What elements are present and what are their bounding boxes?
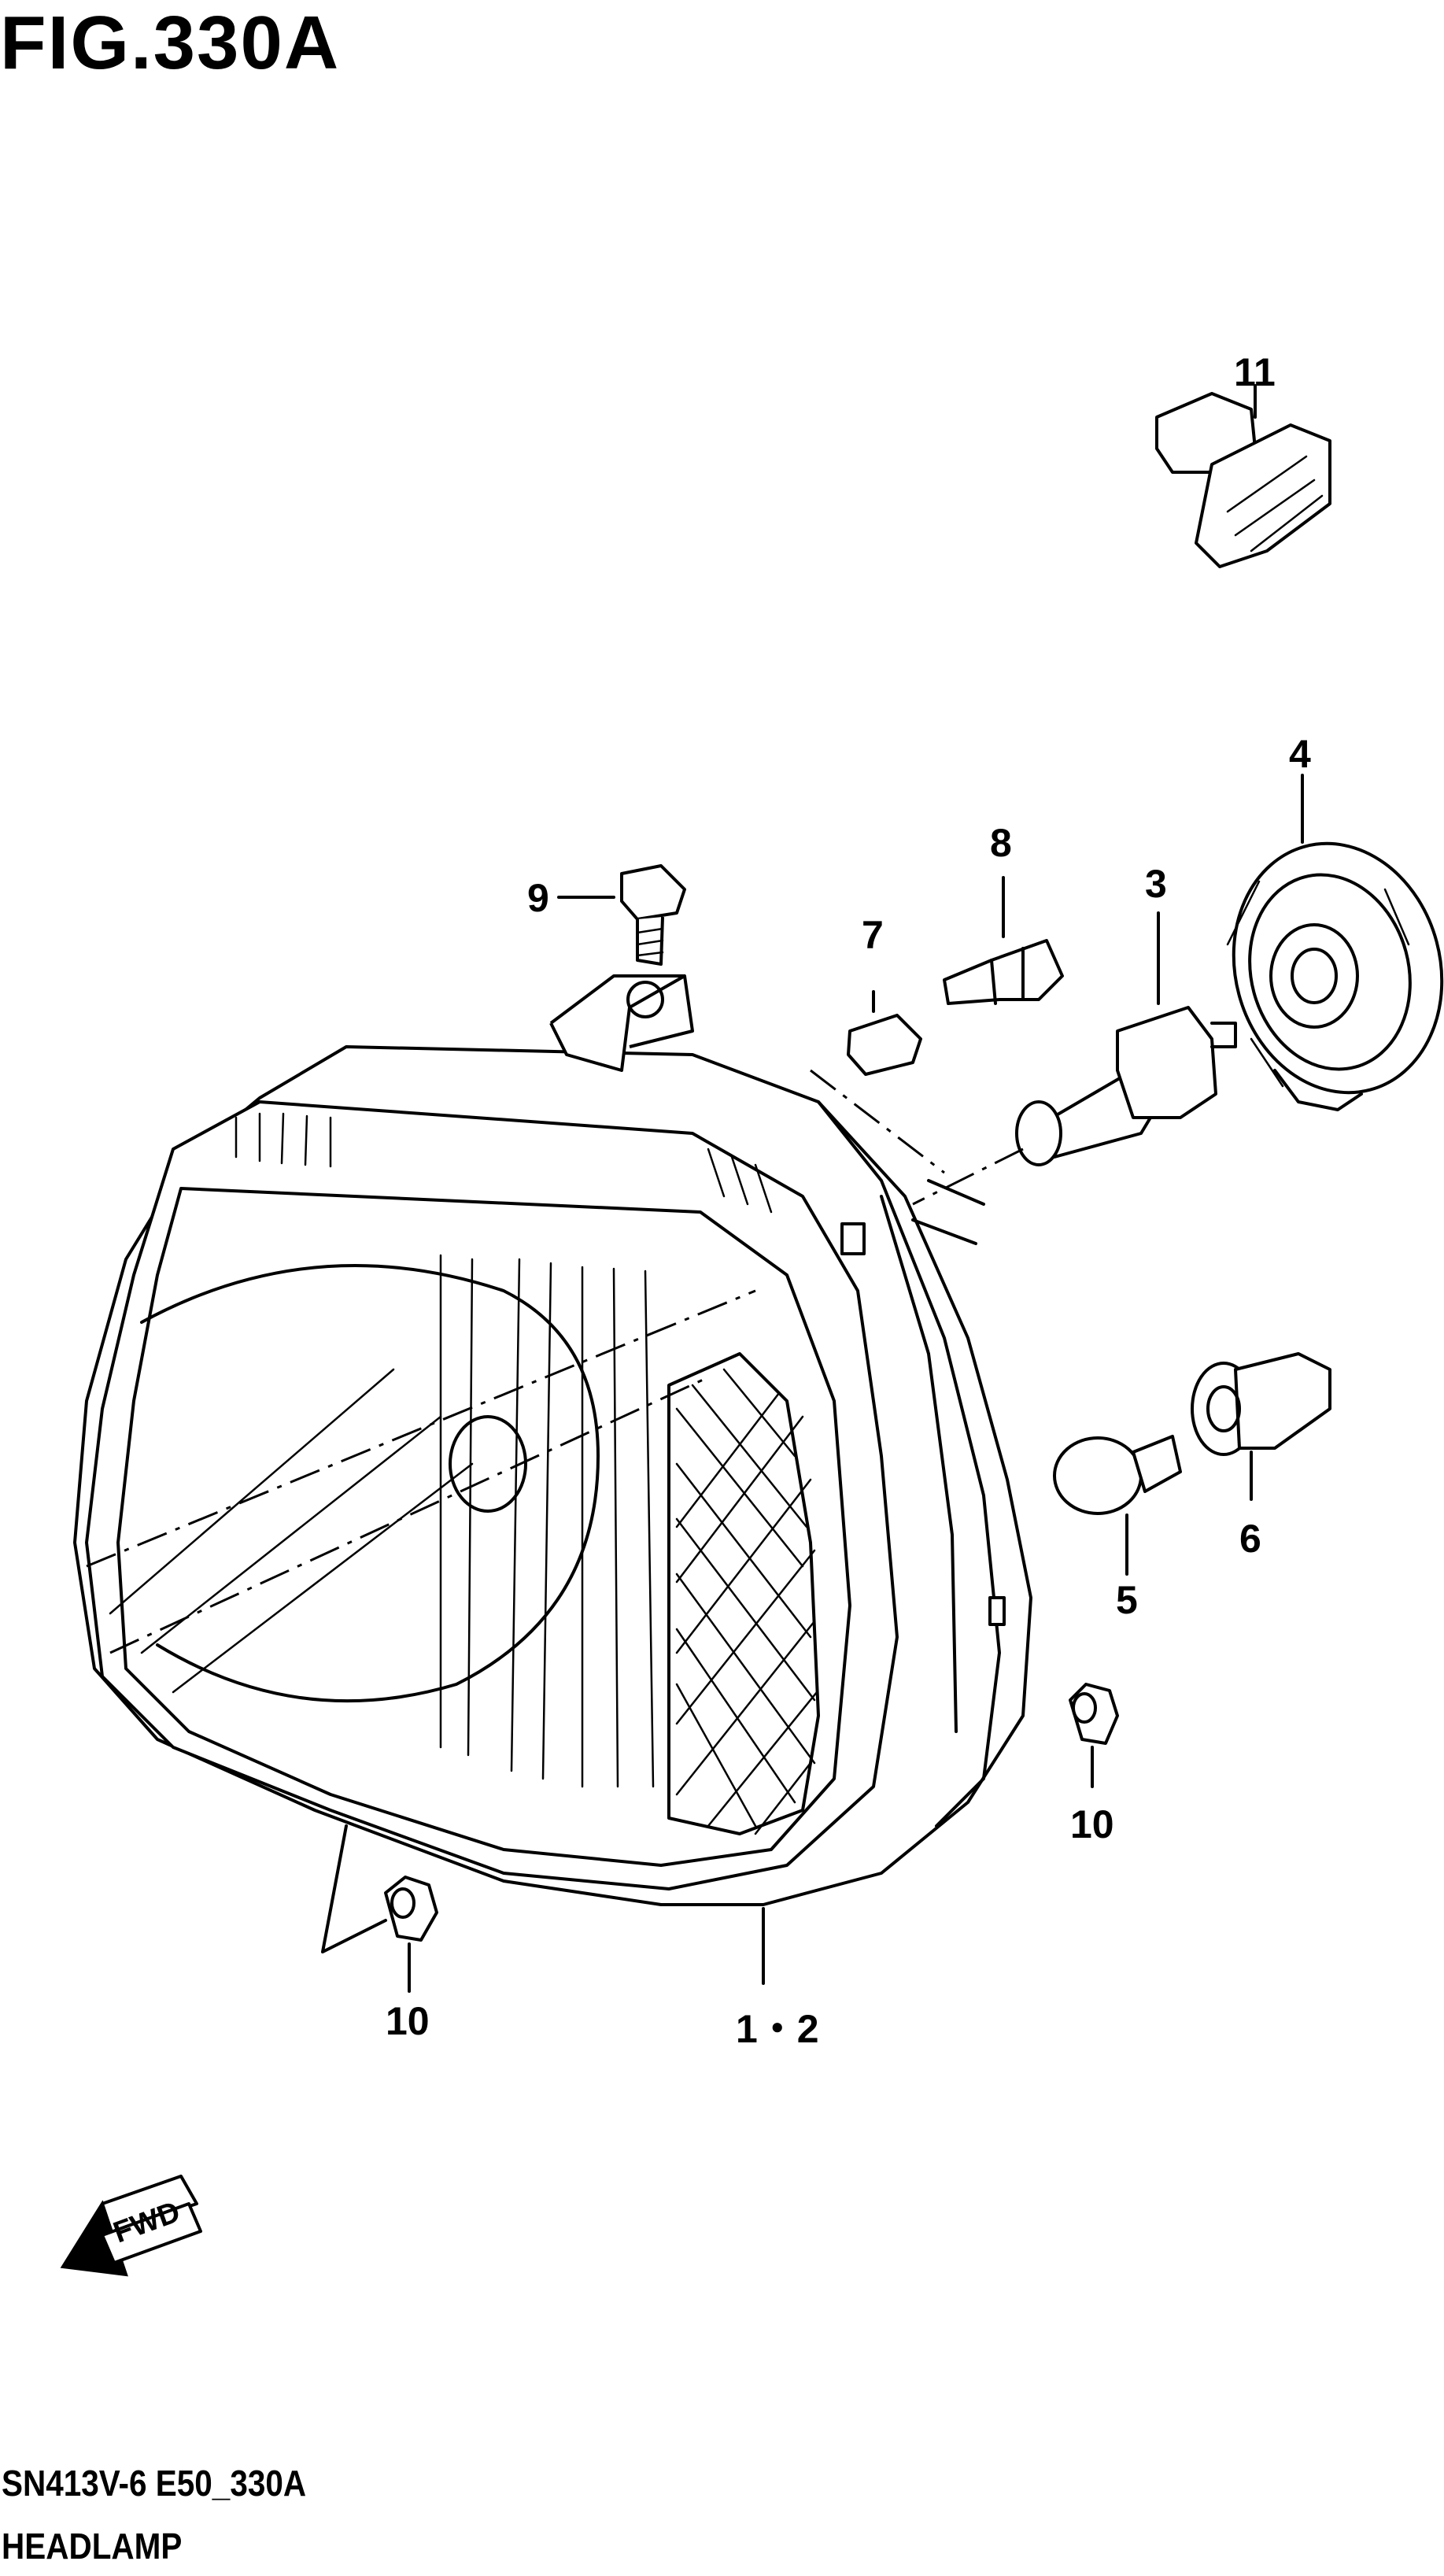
- callout-side-marker: 11: [1234, 350, 1276, 394]
- side-marker-lamp[interactable]: [1155, 392, 1331, 568]
- bolt[interactable]: [620, 864, 686, 966]
- figure-title: FIG.330A: [0, 1, 341, 85]
- callout-bolt: 9: [527, 876, 549, 920]
- callout-headlamp-assy: 1・2: [736, 2007, 819, 2051]
- callout-bulb-socket-cover: 4: [1289, 732, 1311, 776]
- reflector-hatching: [675, 1368, 818, 1835]
- callout-turn-bulb: 5: [1116, 1578, 1138, 1622]
- grommet-left[interactable]: [384, 1876, 438, 1942]
- callout-position-bulb: 7: [862, 913, 884, 957]
- fwd-arrow-icon: FWD: [60, 2175, 202, 2277]
- position-bulb[interactable]: [847, 1014, 922, 1076]
- headlight-bulb[interactable]: [1015, 1006, 1237, 1166]
- callout-turn-socket: 6: [1239, 1517, 1261, 1561]
- figure-caption: HEADLAMP: [2, 2526, 183, 2567]
- grommet-right[interactable]: [1069, 1683, 1119, 1745]
- callout-grommet-right: 10: [1070, 1802, 1114, 1846]
- callout-position-socket: 8: [990, 821, 1012, 865]
- bulb-socket-cover[interactable]: [1206, 820, 1444, 1116]
- turn-signal-bulb[interactable]: [1053, 1435, 1182, 1515]
- turn-signal-socket[interactable]: [1191, 1352, 1331, 1456]
- callout-headlight-bulb: 3: [1145, 862, 1167, 906]
- position-socket[interactable]: [943, 939, 1064, 1005]
- callout-grommet-left: 10: [386, 1999, 430, 2043]
- headlamp-assembly[interactable]: [73, 974, 1032, 1906]
- figure-code: SN413V-6 E50_330A: [2, 2463, 307, 2504]
